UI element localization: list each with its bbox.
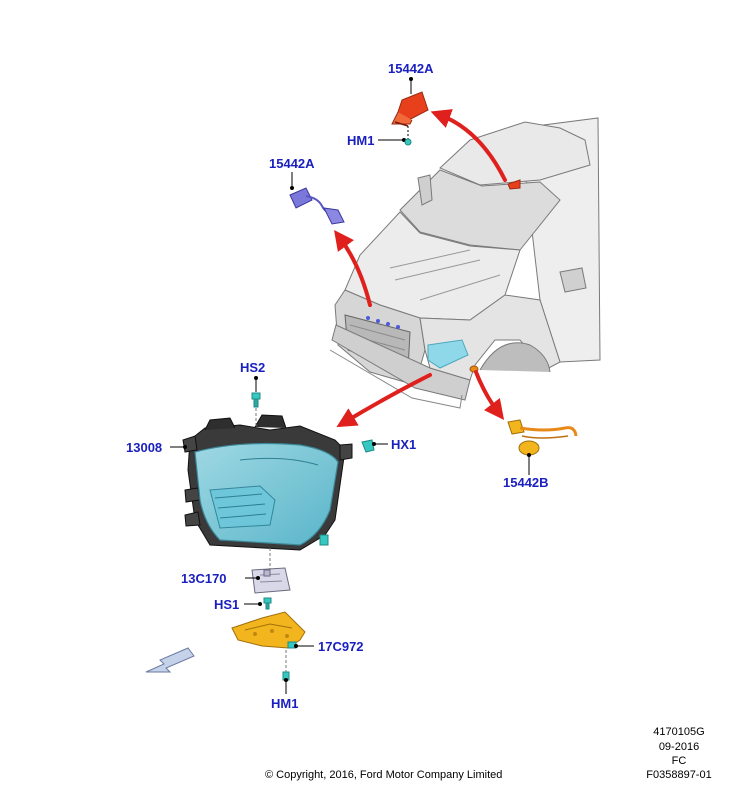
arrow-to-15442A-top	[430, 109, 507, 182]
arrow-to-15442A-left	[334, 229, 372, 307]
harness-15442A-left	[289, 187, 345, 225]
module-13C170	[251, 567, 291, 594]
callout-hs1: HS1	[214, 597, 239, 612]
callout-hm1-bottom: HM1	[271, 696, 298, 711]
callout-hs2: HS2	[240, 360, 265, 375]
callout-15442B: 15442B	[503, 475, 549, 490]
callout-hm1-top: HM1	[347, 133, 374, 148]
illustration-date: 09-2016	[659, 741, 699, 753]
fastener-hs2	[251, 392, 261, 408]
arrow-to-13008	[336, 373, 432, 428]
callout-13C170: 13C170	[181, 571, 227, 586]
arrow-to-15442B	[474, 370, 505, 420]
illustration-code: FC	[672, 755, 687, 767]
callout-15442A-top: 15442A	[388, 61, 434, 76]
headlamp-assembly-13008	[182, 414, 353, 551]
callout-hx1: HX1	[391, 437, 416, 452]
front-direction-arrow	[145, 647, 195, 673]
clip-hx1	[361, 439, 375, 453]
callout-15442A-left: 15442A	[269, 156, 315, 171]
callout-17C972: 17C972	[318, 639, 364, 654]
harness-15442B	[507, 419, 578, 456]
copyright-notice: © Copyright, 2016, Ford Motor Company Li…	[265, 769, 502, 781]
sensor-15442A-top	[391, 91, 429, 127]
red-arrows	[334, 109, 507, 428]
figure-number: F0358897-01	[646, 769, 711, 781]
truck-illustration	[329, 117, 601, 409]
bracket-17C972	[231, 611, 306, 649]
illustration-id: 4170105G	[653, 726, 704, 738]
fastener-hs1	[263, 597, 272, 610]
callout-13008: 13008	[126, 440, 162, 455]
